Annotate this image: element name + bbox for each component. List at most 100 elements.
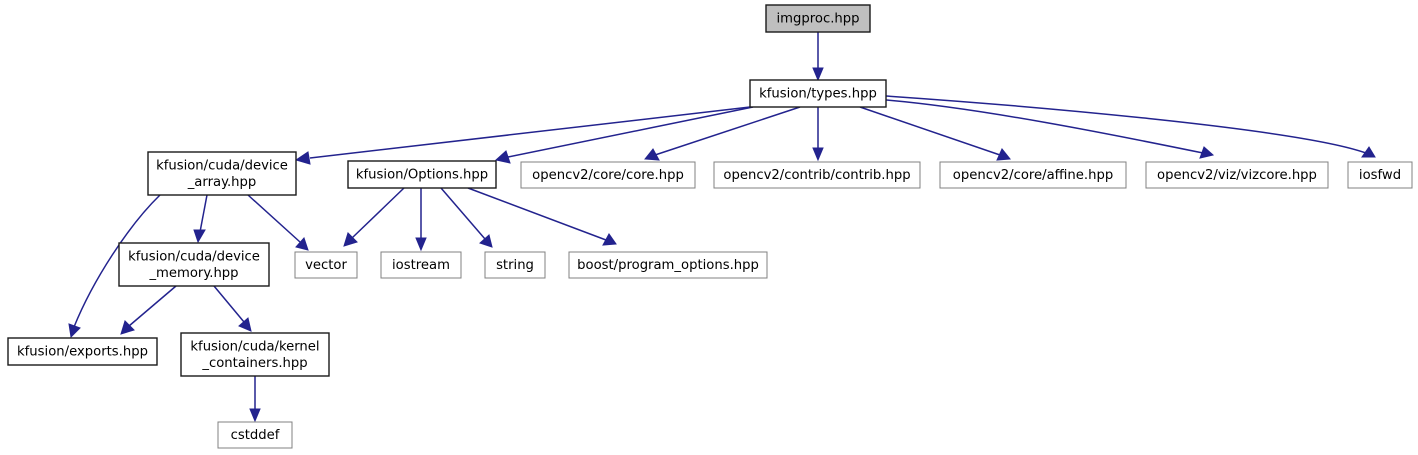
arrowhead-icon xyxy=(249,408,261,423)
arrowhead-icon xyxy=(193,229,206,244)
edge-options-to-program_options xyxy=(467,187,617,246)
node-label: opencv2/contrib/contrib.hpp xyxy=(723,168,910,183)
node-box[interactable] xyxy=(217,421,293,449)
edge-line xyxy=(213,285,245,323)
node-box[interactable] xyxy=(147,151,297,196)
edge-options-to-iostream xyxy=(415,188,427,252)
edge-types-to-core xyxy=(644,106,801,161)
edge-types-to-contrib xyxy=(812,107,824,162)
edge-line xyxy=(654,106,801,156)
edge-types-to-vizcore xyxy=(885,99,1215,159)
node-box[interactable] xyxy=(939,161,1127,189)
graph-node-device_memory[interactable]: kfusion/cuda/device _memory.hpp xyxy=(118,242,270,287)
node-label: imgproc.hpp xyxy=(777,12,860,27)
edge-imgproc-to-types xyxy=(812,32,824,82)
node-label: kfusion/cuda/device xyxy=(156,158,288,173)
graph-node-core[interactable]: opencv2/core/core.hpp xyxy=(520,161,696,189)
arrowhead-icon xyxy=(1361,146,1376,158)
edge-line xyxy=(247,194,301,243)
edge-line xyxy=(885,95,1367,154)
node-label: _memory.hpp xyxy=(148,266,238,281)
edge-options-to-vector xyxy=(343,187,405,247)
graph-node-types[interactable]: kfusion/types.hpp xyxy=(749,79,887,108)
arrowhead-icon xyxy=(1199,146,1215,159)
edge-line xyxy=(859,106,1001,156)
node-label: _array.hpp xyxy=(187,175,257,190)
graph-node-cstddef[interactable]: cstddef xyxy=(217,421,293,449)
arrowhead-icon xyxy=(294,151,311,165)
edges-layer xyxy=(68,32,1376,423)
node-box[interactable] xyxy=(180,332,330,377)
node-label: _containers.hpp xyxy=(201,356,307,371)
arrowhead-icon xyxy=(479,234,493,248)
arrowhead-icon xyxy=(812,67,824,82)
node-label: iosfwd xyxy=(1359,168,1401,183)
edge-line xyxy=(885,99,1204,154)
node-label: opencv2/core/affine.hpp xyxy=(953,168,1113,183)
edge-line xyxy=(351,187,405,239)
node-label: iostream xyxy=(392,258,450,273)
graph-node-vizcore[interactable]: opencv2/viz/vizcore.hpp xyxy=(1145,161,1329,189)
edge-kernel_containers-to-cstddef xyxy=(249,376,261,423)
node-label: kfusion/types.hpp xyxy=(759,87,877,102)
graph-node-affine[interactable]: opencv2/core/affine.hpp xyxy=(939,161,1127,189)
edge-line xyxy=(73,194,161,328)
edge-device_array-to-device_memory xyxy=(193,194,208,244)
node-box[interactable] xyxy=(1145,161,1329,189)
edge-line xyxy=(440,187,486,240)
node-box[interactable] xyxy=(520,161,696,189)
arrowhead-icon xyxy=(996,148,1011,161)
node-box[interactable] xyxy=(765,4,871,33)
node-box[interactable] xyxy=(294,251,358,279)
arrowhead-icon xyxy=(68,323,81,339)
node-box[interactable] xyxy=(568,251,768,279)
graph-node-exports[interactable]: kfusion/exports.hpp xyxy=(7,337,158,366)
arrowhead-icon xyxy=(644,148,660,161)
node-label: boost/program_options.hpp xyxy=(577,258,759,273)
graph-node-string[interactable]: string xyxy=(484,251,546,279)
edge-device_memory-to-kernel_containers xyxy=(213,285,252,332)
graph-node-contrib[interactable]: opencv2/contrib/contrib.hpp xyxy=(713,161,921,189)
arrowhead-icon xyxy=(343,232,358,247)
node-label: vector xyxy=(305,258,347,273)
node-box[interactable] xyxy=(380,251,462,279)
node-label: opencv2/core/core.hpp xyxy=(532,168,684,183)
edge-line xyxy=(507,106,754,158)
graph-node-program_options[interactable]: boost/program_options.hpp xyxy=(568,251,768,279)
edge-types-to-options xyxy=(494,106,754,164)
node-box[interactable] xyxy=(749,79,887,108)
arrowhead-icon xyxy=(295,237,309,251)
node-label: kfusion/cuda/device xyxy=(128,249,260,264)
edge-types-to-affine xyxy=(859,106,1011,161)
edge-line xyxy=(199,194,208,233)
edge-types-to-iosfwd xyxy=(885,95,1376,158)
arrowhead-icon xyxy=(494,150,511,164)
arrowhead-icon xyxy=(120,320,135,335)
node-label: kfusion/exports.hpp xyxy=(17,345,148,360)
node-box[interactable] xyxy=(118,242,270,287)
arrowhead-icon xyxy=(415,237,427,252)
node-box[interactable] xyxy=(484,251,546,279)
graph-node-vector[interactable]: vector xyxy=(294,251,358,279)
node-box[interactable] xyxy=(713,161,921,189)
node-box[interactable] xyxy=(347,160,497,189)
node-label: kfusion/Options.hpp xyxy=(356,168,488,183)
graph-node-device_array[interactable]: kfusion/cuda/device _array.hpp xyxy=(147,151,297,196)
node-box[interactable] xyxy=(7,337,158,366)
edge-device_memory-to-exports xyxy=(120,285,177,335)
graph-node-kernel_containers[interactable]: kfusion/cuda/kernel_containers.hpp xyxy=(180,332,330,377)
edge-device_array-to-vector xyxy=(247,194,309,251)
nodes-layer: imgproc.hpp kfusion/types.hpp kfusion/cuda… xyxy=(7,4,1413,449)
edge-line xyxy=(467,187,607,241)
graph-node-imgproc[interactable]: imgproc.hpp xyxy=(765,4,871,33)
node-box[interactable] xyxy=(1347,161,1413,189)
graph-node-iostream[interactable]: iostream xyxy=(380,251,462,279)
edge-device_array-to-exports xyxy=(68,194,161,339)
graph-node-options[interactable]: kfusion/Options.hpp xyxy=(347,160,497,189)
arrowhead-icon xyxy=(812,147,824,162)
edge-line xyxy=(309,106,751,159)
graph-node-iosfwd[interactable]: iosfwd xyxy=(1347,161,1413,189)
edge-line xyxy=(128,285,177,327)
